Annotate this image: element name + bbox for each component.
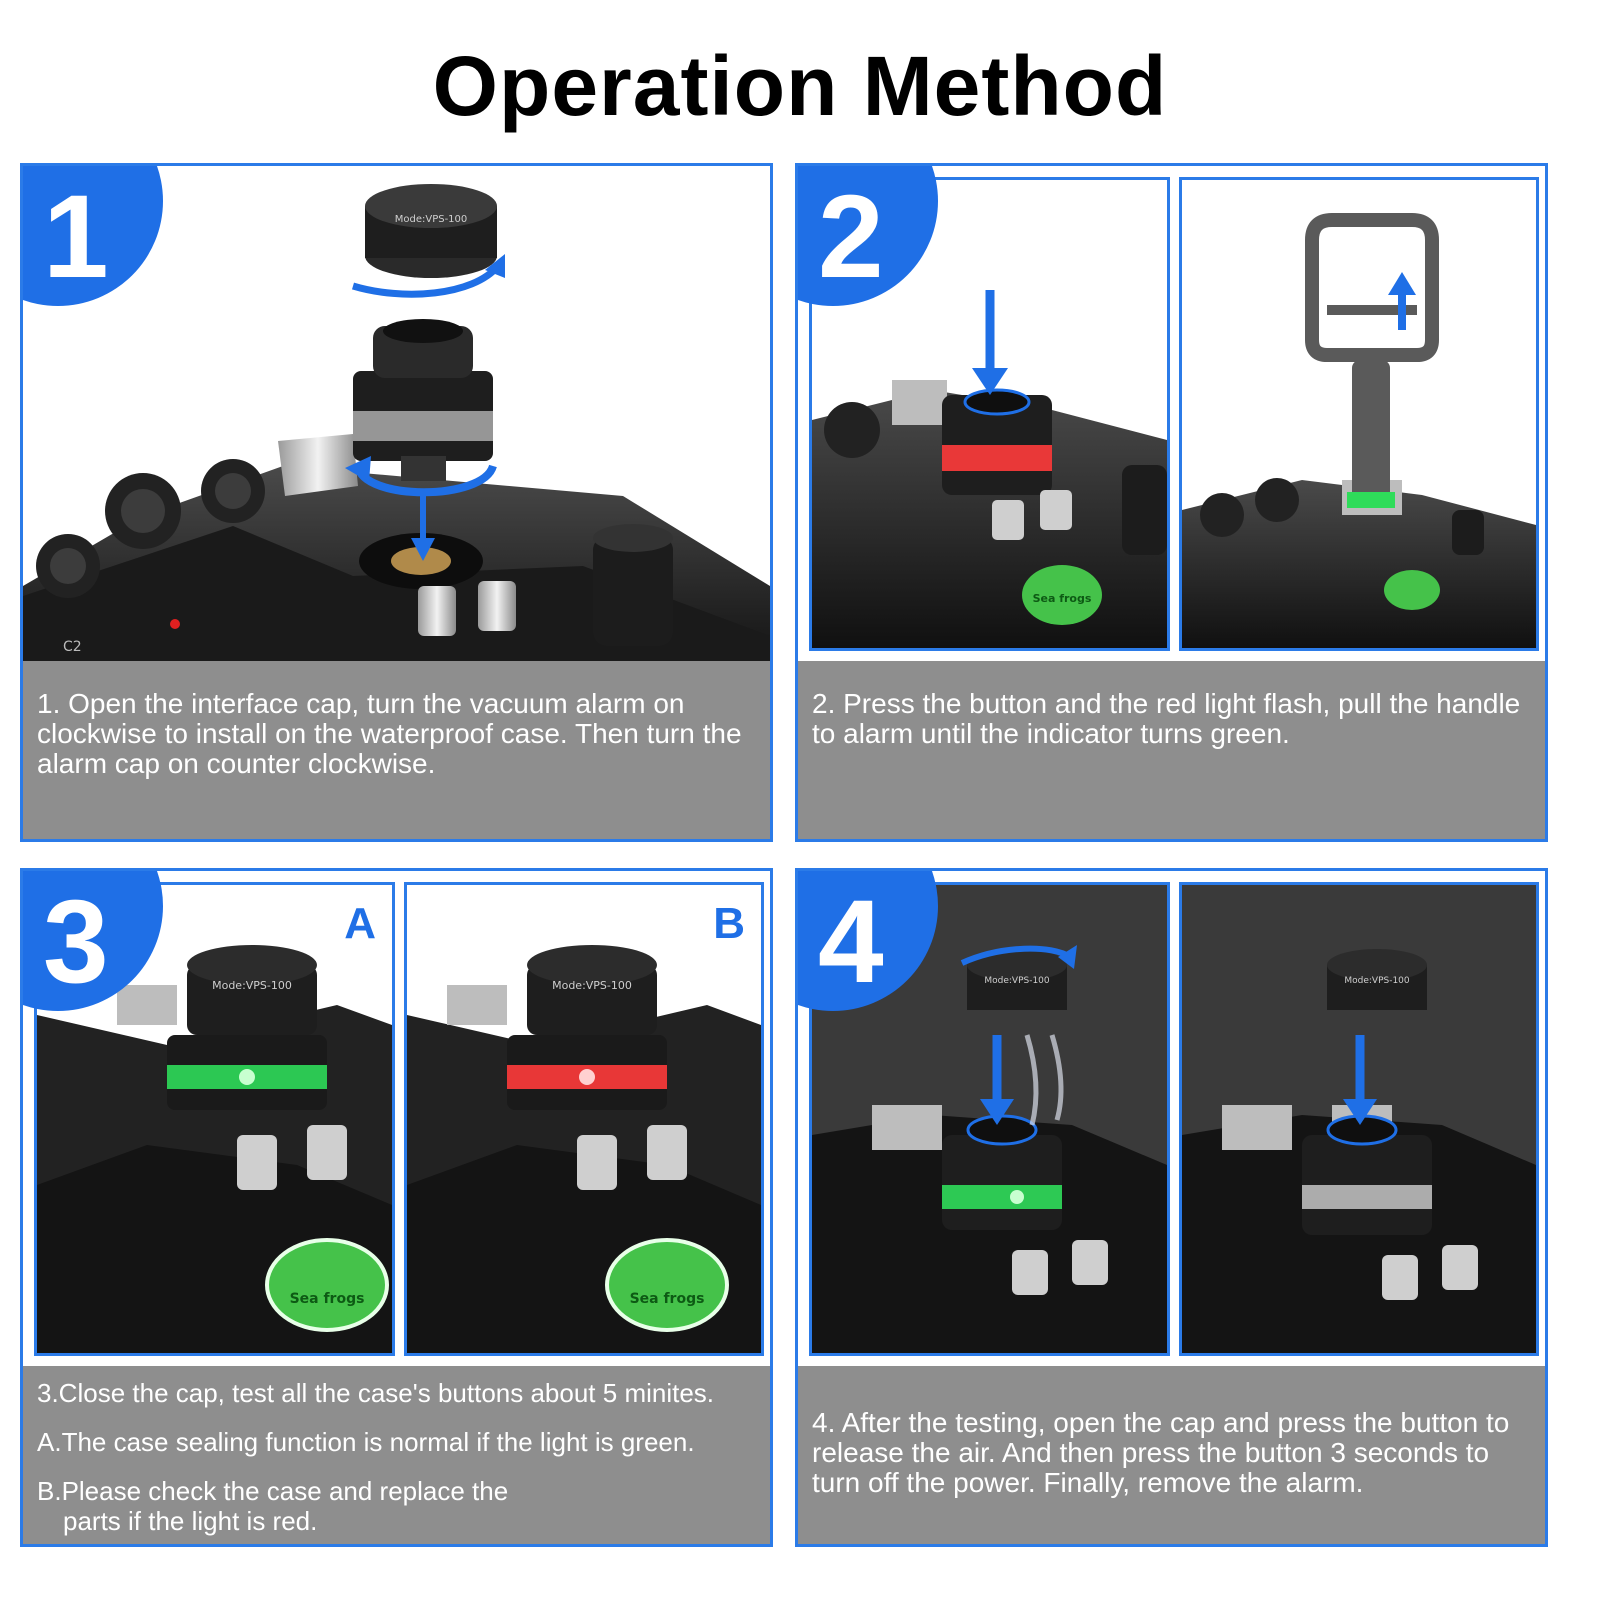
cap-model-3a: Mode:VPS-100 <box>212 979 292 992</box>
cap-model-3b: Mode:VPS-100 <box>552 979 632 992</box>
step-2-panel: 2 Sea frogs <box>795 163 1548 842</box>
step-2-caption-area: 2. Press the button and the red light fl… <box>798 661 1545 839</box>
step-3-caption-b-cont: parts if the light is red. <box>63 1506 318 1536</box>
page-title: Operation Method <box>432 39 1168 133</box>
step-3-label-b: B <box>713 899 745 948</box>
brand-logo-2a: Sea frogs <box>1033 592 1092 605</box>
step-1-illustration: Mode:VPS-100 C2 <box>23 166 770 661</box>
step-3-caption-b: B.Please check the case and replace the <box>37 1476 509 1506</box>
step-3-caption-a: A.The case sealing function is normal if… <box>37 1427 695 1457</box>
cap-model-text: Mode:VPS-100 <box>395 214 468 225</box>
step-1-caption-area: 1. Open the interface cap, turn the vacu… <box>23 661 770 839</box>
step-3-number: 3 <box>43 876 109 1008</box>
cap-model-4a: Mode:VPS-100 <box>984 976 1050 986</box>
brand-logo-3a: Sea frogs <box>290 1291 365 1307</box>
step-2-illustration-pull <box>1179 177 1539 651</box>
port-label-1: C2 <box>63 639 82 655</box>
brand-logo-3b: Sea frogs <box>630 1291 705 1307</box>
step-3-panel: 3 A Mode:VPS-100 Sea frogs B Mode:VP <box>20 868 773 1547</box>
step-1-panel: 1 <box>20 163 773 842</box>
step-4-illustration-off: Mode:VPS-100 <box>1179 882 1539 1356</box>
cap-model-4b: Mode:VPS-100 <box>1344 976 1410 986</box>
step-3-illustration-red: B Mode:VPS-100 Sea frogs <box>404 882 764 1356</box>
step-3-caption-area: 3.Close the cap, test all the case's but… <box>23 1366 770 1544</box>
step-3-label-a: A <box>344 899 376 948</box>
step-3-caption-main: 3.Close the cap, test all the case's but… <box>37 1378 715 1408</box>
step-3-illustration-green: A Mode:VPS-100 Sea frogs <box>34 882 395 1356</box>
step-2-caption: 2. Press the button and the red light fl… <box>812 688 1521 749</box>
step-2-illustration-press: Sea frogs <box>809 177 1170 651</box>
step-4-number: 4 <box>818 876 884 1008</box>
step-2-number: 2 <box>818 171 884 303</box>
step-4-caption: 4. After the testing, open the cap and p… <box>812 1407 1510 1498</box>
step-1-caption: 1. Open the interface cap, turn the vacu… <box>37 688 742 779</box>
step-1-number: 1 <box>43 171 109 303</box>
step-4-panel: 4 Mode:VPS-100 <box>795 868 1548 1547</box>
step-4-caption-area: 4. After the testing, open the cap and p… <box>798 1366 1545 1544</box>
